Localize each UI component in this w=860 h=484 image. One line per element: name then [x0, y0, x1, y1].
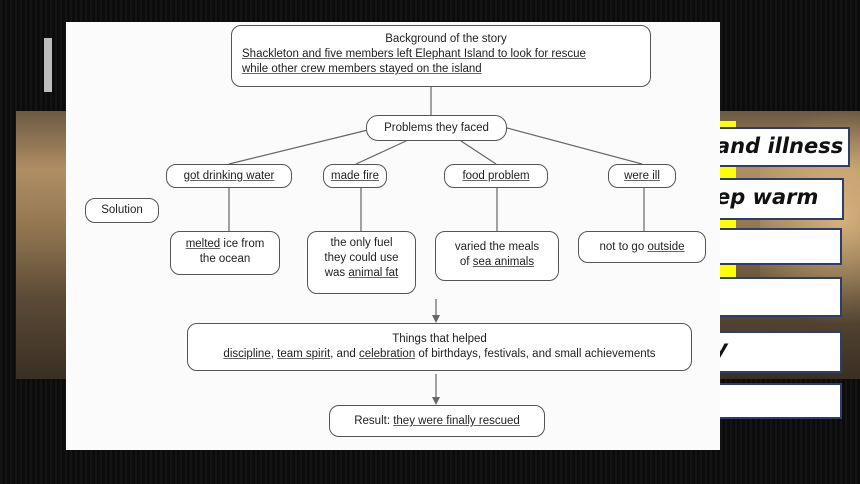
solution-text: was: [324, 267, 349, 279]
solution-text: outside: [647, 241, 685, 253]
solution-text: ice from: [220, 238, 265, 250]
problem-label: food problem: [462, 170, 530, 182]
problem-label: made fire: [331, 170, 379, 182]
helped-sep: ,: [270, 348, 278, 360]
title-accent-bar: [44, 38, 52, 92]
answer-box-5: y: [714, 336, 728, 360]
things-helped-node: Things that helped discipline, team spir…: [187, 323, 692, 371]
result-node: Result: they were finally rescued: [329, 405, 545, 437]
helped-word: discipline: [223, 348, 271, 360]
solution-water: melted ice from the ocean: [170, 231, 280, 275]
background-node: Background of the story Shackleton and f…: [231, 25, 651, 87]
solution-text: the only fuel: [330, 237, 393, 249]
answer-box-4: [712, 277, 842, 317]
solution-text: not to go: [599, 241, 648, 253]
helped-word: celebration: [358, 348, 416, 360]
helped-word: team spirit: [277, 348, 331, 360]
answer-box-6: [712, 383, 842, 419]
helped-sep: , and: [330, 348, 359, 360]
solution-text: sea animals: [472, 256, 535, 268]
story-diagram: Background of the story Shackleton and f…: [66, 22, 720, 450]
problem-drinking-water: got drinking water: [166, 164, 292, 188]
background-title: Background of the story: [385, 33, 507, 45]
solution-illness: not to go outside: [578, 231, 706, 263]
connector-problem-4: [506, 127, 643, 165]
answer-box-5-frame: [712, 331, 842, 373]
solution-text: animal fat: [348, 267, 399, 279]
problem-illness: were ill: [608, 164, 676, 188]
background-line-2: while other crew members stayed on the i…: [242, 63, 482, 75]
problem-food: food problem: [444, 164, 548, 188]
helped-title: Things that helped: [392, 333, 487, 345]
solution-text: varied the meals: [454, 241, 540, 253]
solution-text: melted: [185, 238, 221, 250]
answer-box-1: and illness: [712, 127, 850, 167]
problem-fire: made fire: [323, 164, 387, 188]
solution-text: of: [459, 256, 473, 268]
solution-food: varied the meals of sea animals: [435, 231, 559, 281]
answer-box-3: [712, 228, 842, 265]
answer-box-2: ep warm: [712, 178, 844, 220]
solution-label: Solution: [85, 198, 159, 223]
connector-problem-1: [228, 127, 377, 165]
connector-problem-2: [355, 140, 407, 165]
background-line-1: Shackleton and five members left Elephan…: [242, 48, 586, 60]
solution-text: the ocean: [199, 253, 251, 265]
diagram-connectors: [228, 87, 645, 405]
result-prefix: Result:: [354, 415, 394, 427]
problems-node: Problems they faced: [366, 115, 507, 141]
problem-label: got drinking water: [183, 170, 275, 182]
helped-rest: of birthdays, festivals, and small achie…: [415, 348, 656, 360]
solution-text: they could use: [324, 252, 399, 264]
problem-label: were ill: [624, 170, 660, 182]
arrowhead-result: [432, 397, 440, 405]
connector-problem-3: [460, 140, 497, 165]
solution-fire: the only fuel they could use was animal …: [307, 231, 416, 294]
arrowhead-helped: [432, 315, 440, 323]
result-text: they were finally rescued: [393, 415, 520, 427]
